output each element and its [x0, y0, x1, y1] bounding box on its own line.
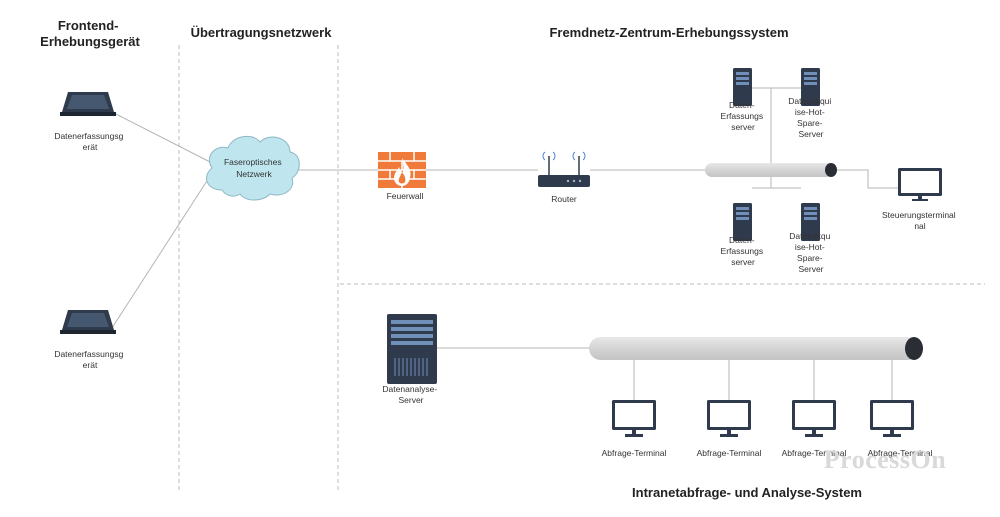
router-label: Router — [551, 194, 577, 204]
collector-base — [60, 330, 116, 334]
router-body-icon — [538, 175, 590, 187]
query-terminal-2[interactable] — [707, 400, 751, 437]
header-frontend: Frontend- Erhebungsgerät — [40, 18, 140, 49]
server-bay — [736, 212, 749, 215]
lower-bus-end-icon — [905, 337, 923, 360]
collector-base — [60, 112, 116, 116]
monitor-base — [720, 434, 738, 437]
server-bay — [736, 77, 749, 80]
router-led — [578, 179, 582, 183]
server-bay — [804, 77, 817, 80]
query-terminal-2-label: Abfrage-Terminal — [697, 448, 762, 458]
server-top-right-label: Datenakqui ise-Hot- Spare- Server — [788, 96, 833, 139]
monitor-screen — [795, 403, 833, 427]
query-terminal-1-label: Abfrage-Terminal — [602, 448, 667, 458]
server-bay — [804, 207, 817, 210]
server-bay — [804, 82, 817, 85]
query-terminal-4[interactable] — [870, 400, 914, 437]
monitor-base — [625, 434, 643, 437]
flame-inner-icon — [398, 172, 406, 184]
watermark: ProcessOn — [824, 445, 946, 474]
connection-lines — [111, 87, 898, 400]
wifi-signal-icon — [542, 151, 586, 161]
header-remote-center: Fremdnetz-Zentrum-Erhebungssystem — [549, 25, 788, 40]
firewall-label: Feuerwall — [387, 191, 424, 201]
server-bay — [736, 72, 749, 75]
query-terminal-4-label: Abfrage-Terminal — [868, 448, 933, 458]
upper-bus-end-icon — [825, 163, 837, 177]
query-terminal-3[interactable] — [792, 400, 836, 437]
collector-screen — [67, 313, 109, 327]
cloud-icon — [206, 135, 300, 201]
rack-unit — [391, 320, 433, 324]
monitor-screen — [710, 403, 748, 427]
monitor-base — [883, 434, 901, 437]
server-bay — [804, 212, 817, 215]
server-bay — [804, 217, 817, 220]
query-terminal-1[interactable] — [612, 400, 656, 437]
link-collector-bottom-cloud — [111, 169, 215, 329]
server-bottom-right[interactable] — [801, 203, 820, 241]
server-bay — [804, 72, 817, 75]
monitor-base — [912, 199, 928, 201]
analysis-server[interactable] — [387, 314, 437, 384]
control-terminal[interactable] — [898, 168, 942, 201]
fiber-network-cloud[interactable]: Faseroptisches Netzwerk — [206, 135, 300, 201]
collector-screen — [67, 95, 109, 109]
server-top-right[interactable] — [801, 68, 820, 106]
firewall[interactable] — [378, 152, 426, 188]
section-dividers — [178, 45, 985, 492]
monitor-stand — [727, 430, 731, 434]
router-led — [566, 179, 570, 183]
collector-bottom-label: Datenerfassungsg erät — [54, 349, 125, 370]
header-transmission: Übertragungsnetzwerk — [191, 25, 333, 40]
router-led — [572, 179, 576, 183]
link-bus-control-terminal — [836, 169, 898, 189]
monitor-stand — [812, 430, 816, 434]
server-top-left-label: Daten- Erfassungs server — [721, 100, 766, 132]
monitor-stand — [918, 196, 922, 199]
server-top-left[interactable] — [733, 68, 752, 106]
server-bottom-left[interactable] — [733, 203, 752, 241]
link-collector-top-cloud — [111, 111, 215, 165]
upper-network-bus — [705, 163, 837, 177]
control-terminal-label: Steuerungsterminal nal — [882, 210, 958, 231]
query-terminal-3-label: Abfrage-Terminal — [782, 448, 847, 458]
collector-top-label: Datenerfassungsg erät — [54, 131, 125, 152]
server-bottom-right-label: Datenakqu ise-Hot- Spare- Server — [789, 231, 833, 274]
monitor-screen — [901, 171, 939, 193]
upper-bus-body — [705, 163, 833, 177]
rack-unit — [391, 341, 433, 345]
server-bay — [736, 207, 749, 210]
monitor-screen — [873, 403, 911, 427]
rack-unit — [391, 334, 433, 338]
collector-bottom[interactable] — [60, 310, 116, 334]
monitor-stand — [890, 430, 894, 434]
monitor-stand — [632, 430, 636, 434]
server-bay — [736, 217, 749, 220]
router[interactable] — [538, 151, 590, 187]
rack-unit — [391, 327, 433, 331]
monitor-screen — [615, 403, 653, 427]
rack-vents — [394, 358, 428, 376]
analysis-server-label: Datenanalyse- Server — [382, 384, 439, 405]
header-intranet: Intranetabfrage- und Analyse-System — [632, 485, 862, 500]
flame-icon — [394, 158, 411, 186]
lower-network-bus — [589, 337, 923, 360]
server-bottom-left-label: Daten- Erfassungs server — [721, 235, 766, 267]
cloud-label: Faseroptisches Netzwerk — [224, 157, 284, 179]
monitor-base — [805, 434, 823, 437]
lower-bus-body — [589, 337, 919, 360]
server-bay — [736, 82, 749, 85]
collector-top[interactable] — [60, 92, 116, 116]
